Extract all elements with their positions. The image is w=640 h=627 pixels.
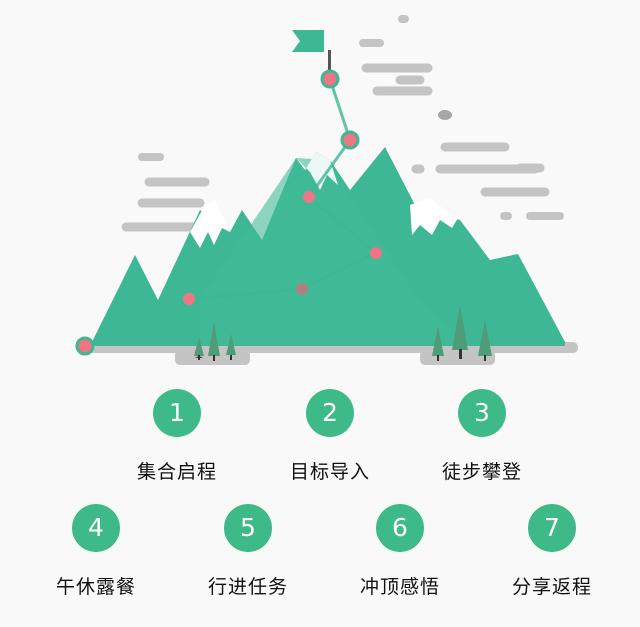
- step-number-badge: 5: [224, 504, 272, 552]
- step-number-badge: 7: [528, 504, 576, 552]
- step-label: 行进任务: [207, 576, 288, 598]
- step-number-badge: 6: [376, 504, 424, 552]
- step-3: 3 徒步攀登: [412, 389, 552, 484]
- step-7: 7 分享返程: [482, 504, 622, 599]
- step-4: 4 午休露餐: [26, 504, 166, 599]
- mountains: [90, 147, 565, 346]
- step-number-badge: 1: [153, 389, 201, 437]
- step-label: 目标导入: [289, 461, 370, 483]
- step-number-badge: 2: [306, 389, 354, 437]
- step-number-badge: 4: [72, 504, 120, 552]
- route-marker: [370, 247, 382, 259]
- route-marker: [303, 191, 315, 203]
- route-marker: [340, 130, 360, 150]
- step-label: 冲顶感悟: [359, 576, 440, 598]
- mountain-illustration: [75, 15, 578, 365]
- clouds: [121, 15, 564, 232]
- route-marker: [296, 283, 308, 295]
- step-label: 集合启程: [136, 461, 217, 483]
- route-marker: [183, 293, 195, 305]
- route-summit-marker: [320, 69, 340, 89]
- step-5: 5 行进任务: [178, 504, 318, 599]
- step-6: 6 冲顶感悟: [330, 504, 470, 599]
- route-start-marker: [75, 336, 95, 356]
- route: [75, 69, 382, 356]
- step-1: 1 集合启程: [107, 389, 247, 484]
- flag: [292, 30, 331, 72]
- step-label: 分享返程: [511, 576, 592, 598]
- step-number-badge: 3: [458, 389, 506, 437]
- trees: [194, 305, 492, 361]
- step-label: 徒步攀登: [441, 461, 522, 483]
- step-2: 2 目标导入: [260, 389, 400, 484]
- step-label: 午休露餐: [55, 576, 136, 598]
